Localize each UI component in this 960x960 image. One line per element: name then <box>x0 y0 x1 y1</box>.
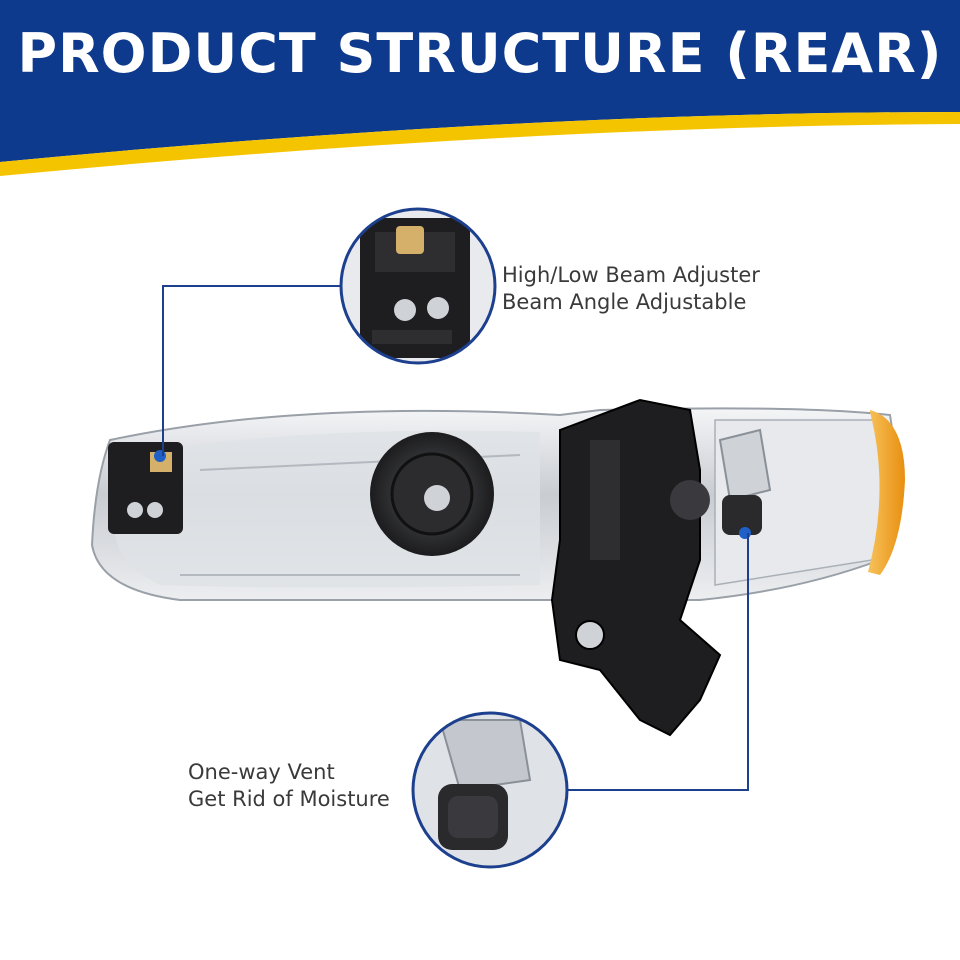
beam-adjuster <box>108 442 183 534</box>
vent-marker <box>739 527 751 539</box>
header-banner: PRODUCT STRUCTURE (REAR) <box>0 0 960 180</box>
mounting-bracket <box>550 398 722 737</box>
adjuster-marker <box>154 450 166 462</box>
header-background <box>0 0 960 176</box>
adjuster-callout-label: High/Low Beam Adjuster Beam Angle Adjust… <box>502 262 760 316</box>
adjuster-callout-line1: High/Low Beam Adjuster <box>502 263 760 287</box>
amber-marker-lens <box>868 410 905 575</box>
beam-adjuster-detail <box>339 207 497 365</box>
vent-callout-line1: One-way Vent <box>188 760 335 784</box>
page-title: PRODUCT STRUCTURE (REAR) <box>17 22 943 85</box>
vent-callout-line <box>567 533 749 791</box>
vent-callout-label: One-way Vent Get Rid of Moisture <box>188 759 390 813</box>
headlight-housing <box>90 407 905 602</box>
bulb-socket <box>370 432 494 556</box>
adjuster-callout-line2: Beam Angle Adjustable <box>502 290 747 314</box>
one-way-vent <box>718 428 772 535</box>
adjuster-callout-line <box>162 285 341 456</box>
one-way-vent-detail <box>411 711 569 869</box>
vent-callout-line2: Get Rid of Moisture <box>188 787 390 811</box>
